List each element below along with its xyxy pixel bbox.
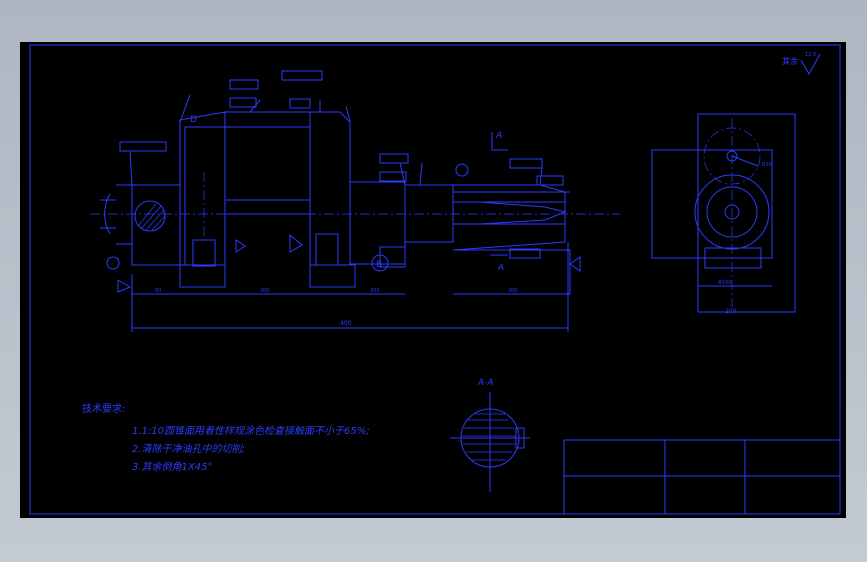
roughness-label: 其余	[782, 56, 798, 66]
section-letter-bottom: A	[497, 263, 504, 273]
tech-item-2: 2.清除干净油孔中的切削;	[132, 443, 245, 455]
dim-d: 200	[508, 288, 518, 294]
dim-b: 200	[260, 288, 270, 294]
roughness-value: 12.5	[805, 52, 816, 58]
section-letter-top: A	[495, 131, 502, 141]
drawing-canvas: 其余 12.5	[20, 42, 846, 518]
dim-a: 60	[155, 288, 161, 294]
center-mark-b: B	[376, 260, 382, 270]
tech-heading: 技术要求:	[82, 402, 125, 415]
tech-requirements: 技术要求: 1.1:10圆锥面用着性样规涂色检查接触面不小于65%; 2.清除干…	[82, 402, 370, 473]
drawing-border	[29, 44, 841, 515]
dim-c: 200	[370, 288, 380, 294]
section-title: A-A	[477, 378, 494, 388]
tech-item-3: 3.其余倒角1X45°	[132, 461, 212, 473]
side-view: Φ150 R35 200	[651, 113, 796, 315]
roughness-note: 其余 12.5	[782, 52, 821, 76]
dim-side-width: 200	[725, 308, 737, 315]
dim-diameter: Φ150	[718, 280, 731, 286]
title-block	[563, 439, 841, 515]
center-mark-d: D	[190, 115, 197, 125]
dim-overall: 400	[340, 320, 352, 327]
dim-radius: R35	[762, 162, 772, 168]
section-view-a-a: A-A	[450, 378, 530, 492]
tech-item-1: 1.1:10圆锥面用着性样规涂色检查接触面不小于65%;	[132, 425, 370, 437]
main-view: B 400 60 200 200 200	[90, 70, 620, 332]
